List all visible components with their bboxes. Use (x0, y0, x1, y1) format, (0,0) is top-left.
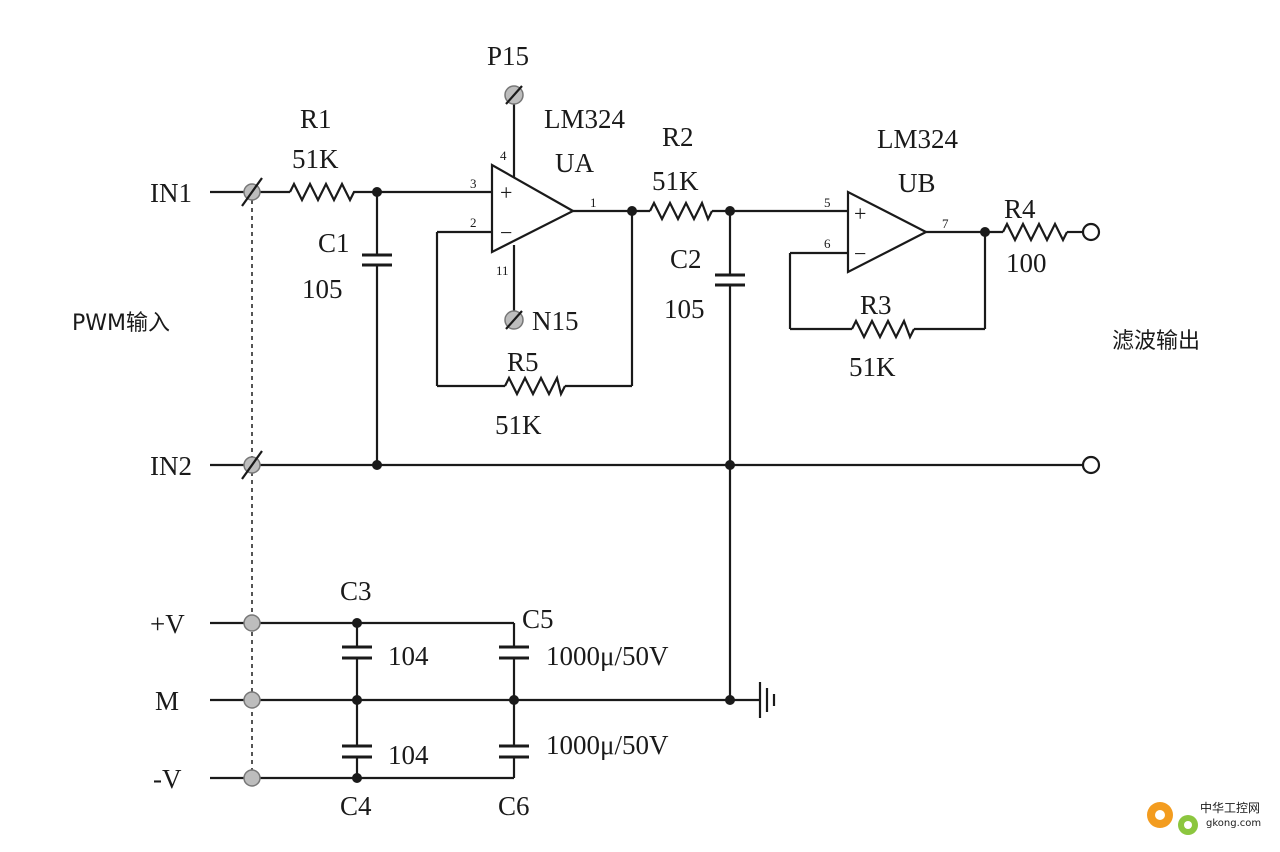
label-filter-output: 滤波输出 (1112, 329, 1200, 354)
opamp-ub-part: LM324 (877, 124, 959, 154)
pin-ub-5: 5 (824, 195, 831, 210)
c2-ref: C2 (670, 244, 702, 274)
label-in1: IN1 (150, 178, 192, 208)
terminal-neg-v (243, 769, 261, 787)
r2-ref: R2 (662, 122, 694, 152)
c4-ref: C4 (340, 791, 372, 821)
opamp-ua-ref: UA (555, 148, 594, 178)
r2-value: 51K (652, 166, 699, 196)
terminal-p15 (504, 85, 524, 105)
capacitor-c2 (715, 273, 745, 287)
opamp-ua: + − (490, 163, 576, 254)
terminal-in1 (241, 177, 263, 207)
opamp-ub-ref: UB (898, 168, 936, 198)
pin-ub-6: 6 (824, 236, 831, 251)
gear-icon (1147, 802, 1198, 835)
resistor-r1 (289, 181, 358, 203)
capacitor-c5 (499, 645, 529, 660)
resistor-r5 (504, 374, 566, 398)
c2-value: 105 (664, 294, 705, 324)
capacitor-c6 (499, 744, 529, 759)
pin-ua-11: 11 (496, 263, 509, 278)
pin-ua-4: 4 (500, 148, 507, 163)
r3-ref: R3 (860, 290, 892, 320)
c1-ref: C1 (318, 228, 350, 258)
terminal-in2 (241, 450, 263, 480)
opamp-ua-plus-sign: + (500, 180, 512, 205)
resistor-r3 (851, 318, 915, 340)
opamp-ua-part: LM324 (544, 104, 626, 134)
resistor-r4 (1002, 221, 1068, 243)
capacitor-c4 (342, 744, 372, 759)
pin-ub-7: 7 (942, 216, 949, 231)
label-neg-v: -V (153, 764, 182, 794)
capacitor-c3 (342, 645, 372, 660)
ground-symbol (758, 682, 776, 718)
wires (210, 103, 1083, 780)
pin-ua-1: 1 (590, 195, 597, 210)
label-pwm-input: PWM输入 (72, 311, 170, 336)
output-terminal-ground (1081, 455, 1101, 475)
c6-value: 1000μ/50V (546, 730, 669, 760)
label-n15: N15 (532, 306, 579, 336)
r1-value: 51K (292, 144, 339, 174)
label-p15: P15 (487, 41, 529, 71)
opamp-ub-minus-sign: − (854, 241, 866, 266)
junctions (352, 187, 990, 783)
label-in2: IN2 (150, 451, 192, 481)
output-terminal-signal (1081, 222, 1101, 242)
c3-ref: C3 (340, 576, 372, 606)
r4-ref: R4 (1004, 194, 1036, 224)
resistor-r2 (649, 200, 713, 222)
watermark-logo: 中华工控网 gkong.com (1147, 800, 1261, 835)
c3-value: 104 (388, 641, 429, 671)
r4-value: 100 (1006, 248, 1047, 278)
label-mid: M (155, 686, 179, 716)
pin-ua-2: 2 (470, 215, 477, 230)
capacitor-c1 (362, 253, 392, 267)
r1-ref: R1 (300, 104, 332, 134)
opamp-ub: + − (846, 190, 929, 274)
c5-value: 1000μ/50V (546, 641, 669, 671)
label-pos-v: +V (150, 609, 185, 639)
c5-ref: C5 (522, 604, 554, 634)
r5-value: 51K (495, 410, 542, 440)
opamp-ub-plus-sign: + (854, 201, 866, 226)
terminal-n15 (504, 310, 524, 330)
c1-value: 105 (302, 274, 343, 304)
c4-value: 104 (388, 740, 429, 770)
opamp-ua-minus-sign: − (500, 220, 512, 245)
pin-ua-3: 3 (470, 176, 477, 191)
c6-ref: C6 (498, 791, 530, 821)
watermark-url: gkong.com (1206, 818, 1261, 829)
r5-ref: R5 (507, 347, 539, 377)
terminal-pos-v (243, 614, 261, 632)
watermark-name: 中华工控网 (1200, 800, 1260, 815)
terminal-mid (243, 691, 261, 709)
r3-value: 51K (849, 352, 896, 382)
